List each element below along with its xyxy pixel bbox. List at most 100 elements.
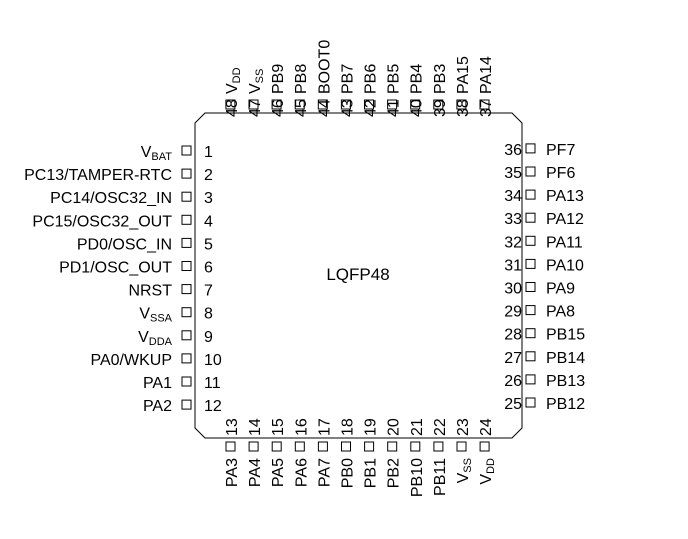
- pin-4-name: PC15/OSC32_OUT: [32, 213, 172, 230]
- pin-12-number: 12: [204, 398, 222, 415]
- pin-9-name: VDDA: [138, 329, 173, 348]
- pin-48-number: 48: [224, 99, 241, 117]
- pin-34-number: 34: [504, 188, 522, 205]
- pin-47-pad: [248, 99, 259, 110]
- pin-37-pad: [479, 99, 490, 110]
- pin-11-name: PA1: [143, 375, 172, 392]
- pin-17-name: PA7: [316, 458, 333, 487]
- pin-46-name: PB9: [270, 64, 287, 94]
- pin-5-number: 5: [204, 236, 213, 253]
- pin-48-pad: [225, 99, 236, 110]
- pin-6-name: PD1/OSC_OUT: [59, 260, 172, 277]
- pin-23-pad: [456, 441, 467, 452]
- package-label: LQFP48: [326, 265, 389, 284]
- pin-43-name: PB7: [339, 64, 356, 94]
- pin-8-number: 8: [204, 306, 213, 323]
- pin-22-number: 22: [432, 418, 449, 436]
- pin-9-number: 9: [204, 329, 213, 346]
- pin-40-pad: [410, 99, 421, 110]
- pin-4: 4 PC15/OSC32_OUT: [32, 213, 213, 230]
- pin-14-name: PA4: [247, 458, 264, 487]
- pin-25-name: PB12: [546, 396, 585, 413]
- pin-9: 9 VDDA: [138, 329, 213, 348]
- pin-16-pad: [294, 441, 305, 452]
- pin-13-pad: [225, 441, 236, 452]
- pin-26-number: 26: [504, 373, 522, 390]
- pin-30-pad: [525, 282, 536, 292]
- pin-22-pad: [433, 441, 444, 452]
- pin-11: 11 PA1: [143, 375, 221, 392]
- pin-28-pad: [525, 328, 536, 339]
- pin-14-pad: [248, 441, 259, 452]
- pin-12-pad: [181, 399, 192, 410]
- pin-7-name: NRST: [128, 283, 172, 300]
- pin-29-pad: [525, 305, 536, 316]
- pin-47-name: VSS: [247, 69, 266, 94]
- pin-8-pad: [181, 307, 192, 318]
- pin-6-pad: [181, 261, 192, 271]
- pin-7-pad: [181, 284, 192, 295]
- pin-29-number: 29: [504, 304, 522, 321]
- pin-31-pad: [525, 258, 536, 269]
- pin-15-pad: [271, 441, 282, 452]
- pin-18-number: 18: [340, 418, 357, 436]
- pin-5-name: PD0/OSC_IN: [77, 236, 172, 253]
- pin-41-pad: [387, 99, 398, 110]
- pin-3-number: 3: [204, 190, 213, 207]
- pin-1-name: VBAT: [141, 144, 173, 163]
- pin-27-name: PB14: [546, 350, 585, 367]
- pin-4-number: 4: [204, 213, 213, 230]
- pin-45-name: PB8: [293, 64, 310, 94]
- pin-33-number: 33: [504, 211, 522, 228]
- pin-15-number: 15: [270, 418, 287, 436]
- pin-16-name: PA6: [293, 458, 310, 487]
- pin-32-number: 32: [504, 234, 522, 251]
- pin-25: 25 PB12: [504, 396, 585, 413]
- pin-14-number: 14: [247, 418, 264, 436]
- pin-25-number: 25: [504, 396, 522, 413]
- pin-41-name: PB5: [386, 64, 403, 94]
- pin-28-name: PB15: [546, 327, 585, 344]
- pin-19-pad: [364, 441, 375, 452]
- pin-42-number: 42: [363, 99, 380, 117]
- pin-31-number: 31: [504, 257, 522, 274]
- pin-41-number: 41: [386, 99, 403, 117]
- pin-11-pad: [181, 376, 192, 387]
- pin-34-pad: [525, 189, 536, 200]
- pin-36-pad: [525, 143, 536, 154]
- pin-32-pad: [525, 235, 536, 246]
- pin-35-name: PF6: [546, 165, 575, 182]
- pin-11-number: 11: [204, 375, 221, 392]
- pin-24-pad: [479, 441, 490, 452]
- pin-38-number: 38: [455, 99, 472, 117]
- chip-package-outline: [194, 112, 523, 439]
- pin-24-name: VDD: [478, 458, 497, 485]
- pin-42-name: PB6: [363, 64, 380, 94]
- pin-48-name: VDD: [224, 67, 243, 94]
- pin-7-number: 7: [204, 283, 213, 300]
- pin-44-number: 44: [316, 99, 333, 117]
- pin-48: 48 VDD: [224, 67, 243, 117]
- pin-10-name: PA0/WKUP: [91, 352, 173, 369]
- pin-20-number: 20: [386, 418, 403, 436]
- pin-32-name: PA11: [546, 234, 583, 251]
- pin-1-pad: [181, 145, 192, 156]
- pin-27-pad: [525, 351, 536, 362]
